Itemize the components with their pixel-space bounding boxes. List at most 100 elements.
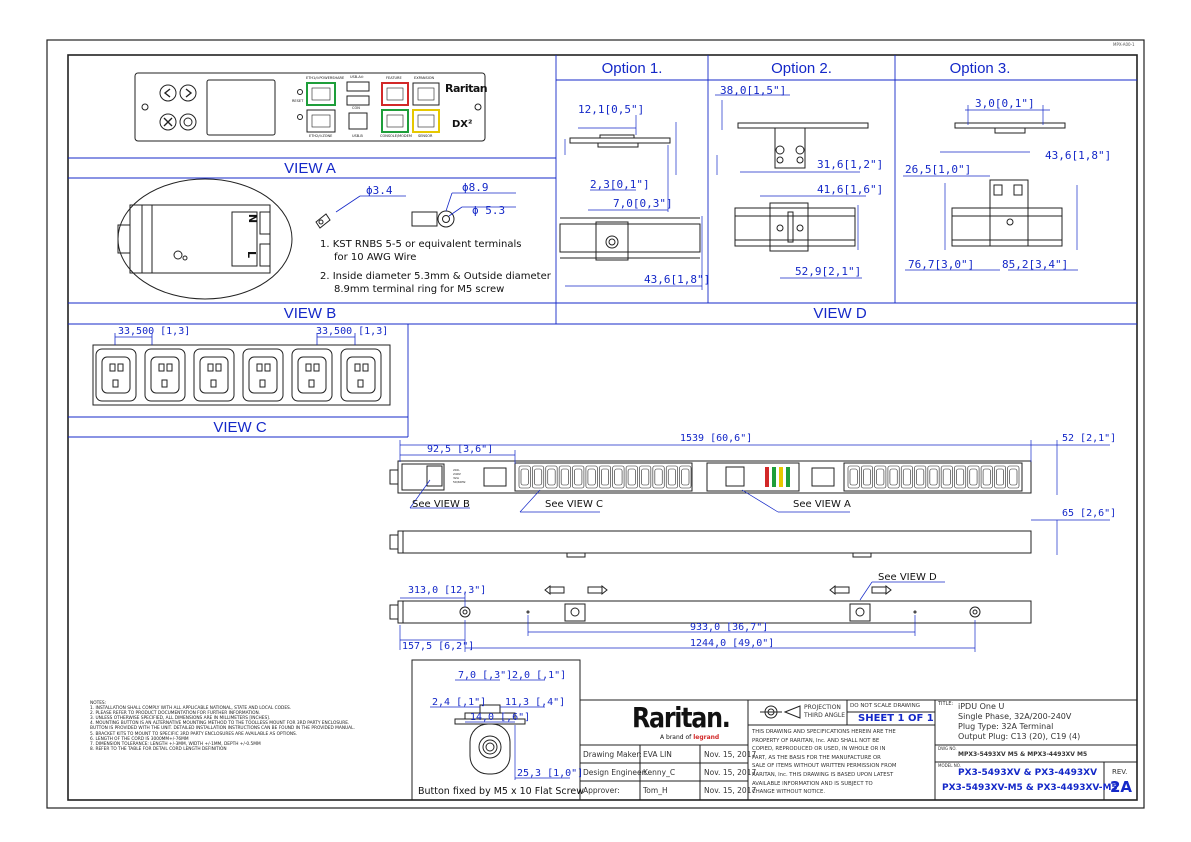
option-1-heading: Option 1. (601, 60, 663, 77)
front-outlet-face (916, 468, 925, 486)
front-outlet (652, 465, 665, 489)
button-dim-14: 14,0 [,6"] (470, 712, 531, 723)
panel-reset: RESET (292, 99, 304, 103)
view-b-label: VIEW B (283, 305, 337, 322)
button-dims (430, 679, 570, 780)
title-block-frame (579, 699, 1138, 801)
front-outlet (572, 465, 585, 489)
outlet-slot (207, 363, 214, 372)
outlet (193, 348, 235, 402)
disclaimer-line: PART, AS THE BASIS FOR THE MANUFACTURE O… (752, 754, 881, 761)
front-outlet (532, 465, 545, 489)
opt2-dim-c: 41,6[1,6"] (817, 183, 884, 196)
panel-con: CON (352, 106, 360, 110)
approval-name: Kenny_C (643, 768, 676, 777)
outlet-slot (215, 363, 222, 372)
button-dim-7: 7,0 [,3"] (458, 670, 513, 681)
disclaimer-line: COPIED, REPRODUCED OR USED, IN WHOLE OR … (752, 746, 886, 753)
front-outlet (967, 465, 980, 489)
view-b-note-2: 2. Inside diameter 5.3mm & Outside diame… (320, 271, 551, 282)
outlet-face (248, 356, 278, 394)
front-outlet (914, 465, 927, 489)
dim-933: 933,0 [36,7"] (690, 622, 769, 633)
model-label: MODEL NO. (938, 763, 961, 768)
dim-1244: 1244,0 [49,0"] (690, 638, 775, 649)
panel-expansion: EXPANSION (414, 76, 435, 80)
front-outlet (612, 465, 625, 489)
title-line: Plug Type: 32A Terminal (958, 722, 1054, 731)
title-line: Output Plug: C13 (20), C19 (4) (958, 732, 1081, 741)
front-outlet-face (929, 468, 938, 486)
outlet-face (150, 356, 180, 394)
outlet-slot (313, 363, 320, 372)
pdu-side-drawing (389, 530, 1032, 558)
approval-date: Nov. 15, 2017 (704, 786, 757, 795)
opt3-dim-a: 3,0[0,1"] (975, 97, 1035, 110)
view-b-dim-3-4: ϕ3.4 (366, 184, 393, 197)
pdu-front-drawing (389, 460, 1032, 494)
opt3-dim-e: 85,2[3,4"] (1002, 258, 1069, 271)
option3-drawing (903, 105, 1078, 271)
panel-eth2: ETH2/⊙ZONE (309, 134, 333, 138)
dim-157-5: 157,5 [6,2"] (402, 641, 475, 652)
front-outlet (861, 465, 873, 489)
note-line: 6. LENGTH OF THE CORD IS 3000MM+/-76MM (90, 736, 189, 742)
model-number-2: PX3-5493XV-M5 & PX3-4493XV-M5 (942, 783, 1118, 793)
projection-1: PROJECTION (804, 704, 841, 711)
outlet-slot (158, 363, 165, 372)
raritan-logo: Raritan. (632, 701, 731, 734)
front-outlet (679, 465, 692, 489)
rear-dims (399, 581, 976, 652)
front-outlet-face (982, 468, 991, 486)
front-outlet-face (849, 468, 858, 486)
front-outlet (980, 465, 993, 489)
note-line: 2. PLEASE REFER TO PRODUCT DOCUMENTATION… (90, 711, 261, 717)
outlet (340, 348, 382, 402)
see-view-a: See VIEW A (793, 499, 851, 510)
approval-role: Design Engineer: (583, 768, 648, 777)
outlet-block-drawing (92, 333, 391, 406)
opt1-dim-a: 12,1[0,5"] (578, 103, 645, 116)
front-outlet (518, 465, 531, 489)
front-outlet (585, 465, 598, 489)
opt3-dim-d: 76,7[3,0"] (908, 258, 975, 271)
terminal-l-label: L (245, 250, 259, 259)
rating-label: 200-240V 32A 50/60Hz (453, 468, 466, 484)
panel-sensor: SENSOR (418, 134, 433, 138)
disclaimer-line: THIS DRAWING AND SPECIFICATIONS HEREIN A… (752, 729, 896, 735)
side-dims (1031, 519, 1110, 555)
brand-of: A brand of legrand (660, 734, 720, 741)
front-outlet-face (667, 468, 676, 486)
terminal-block-drawing (117, 178, 516, 300)
dim-52: 52 [2,1"] (1062, 433, 1117, 444)
front-outlet (1007, 465, 1020, 489)
dim-65: 65 [2,6"] (1062, 508, 1117, 519)
button-detail-drawing (411, 659, 581, 801)
outlet-slot (362, 363, 369, 372)
note-line: 7. DIMENSION TOLERANCE: LENGTH +/-3MM, W… (90, 741, 261, 747)
option-2-heading: Option 2. (771, 60, 832, 77)
option1-drawing (559, 115, 703, 290)
front-outlet-face (547, 468, 556, 486)
front-outlet-face (876, 468, 885, 486)
front-outlet (940, 465, 953, 489)
view-b-note-1: 1. KST RNBS 5-5 or equivalent terminals (320, 239, 522, 250)
disclaimer-line: RARITAN, Inc. THIS DRAWING IS BASED UPON… (752, 771, 894, 778)
note-line: 1. INSTALLATION SHALL COMPLY WITH ALL AP… (90, 706, 292, 712)
opt2-dim-d: 52,9[2,1"] (795, 265, 862, 278)
terminal-n-label: N (246, 213, 260, 224)
button-dim-2: 2,0 [,1"] (512, 670, 567, 681)
rev-value: 2A (1110, 778, 1133, 796)
front-outlet-face (681, 468, 690, 486)
front-outlet-face (601, 468, 609, 486)
dim-92-5: 92,5 [3,6"] (427, 444, 494, 455)
button-caption: Button fixed by M5 x 10 Flat Screw (418, 786, 584, 797)
front-outlet-face (614, 468, 623, 486)
approval-name: EVA LIN (643, 750, 672, 759)
note-line: BUTTON IS PROVIDED WITH THE UNIT. DETAIL… (90, 726, 355, 732)
panel-feature: FEATURE (386, 76, 402, 80)
front-dims (399, 440, 1110, 513)
legrand-logo: legrand (693, 734, 720, 741)
panel-usb-a: USB-A⊙ (350, 75, 364, 79)
